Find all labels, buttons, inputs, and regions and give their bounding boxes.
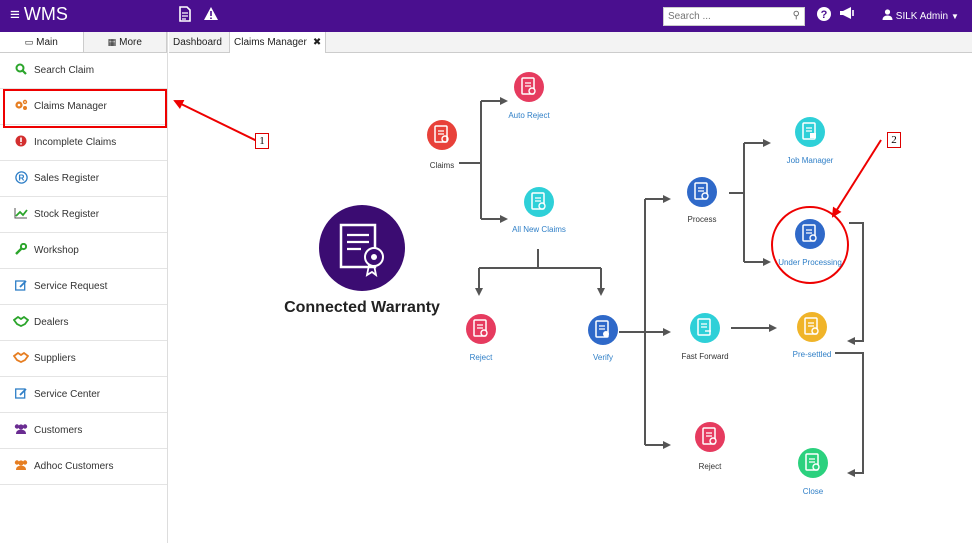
sidebar-item-label: Adhoc Customers [34, 461, 114, 472]
annotation-2: 2 [887, 132, 901, 148]
chart-icon [12, 207, 30, 222]
search-icon [12, 63, 30, 78]
sidebar-item-label: Workshop [34, 245, 79, 256]
sidebar-item-search-claim[interactable]: Search Claim [0, 53, 167, 89]
sidebar-tab-main[interactable]: ▭Main [0, 32, 84, 52]
search-icon[interactable]: ⚲ [792, 10, 800, 21]
under-processing-node[interactable] [795, 219, 825, 249]
auto-reject-node[interactable] [514, 72, 544, 102]
warning-icon[interactable] [202, 6, 220, 24]
sidebar-item-service-center[interactable]: Service Center [0, 377, 167, 413]
under-processing-label: Under Processing [778, 258, 842, 267]
gears-icon [12, 99, 30, 114]
workflow-connectors [173, 97, 882, 477]
job-manager-node[interactable] [795, 117, 825, 147]
close-label: Close [802, 487, 824, 496]
job-manager-label: Job Manager [786, 156, 834, 165]
close-icon[interactable]: ✖ [312, 37, 322, 48]
tab-dashboard[interactable]: Dashboard [169, 32, 226, 53]
app-title: WMS [23, 4, 68, 24]
wrench-icon [12, 242, 30, 258]
sidebar-tab-more[interactable]: ▦More [84, 32, 167, 52]
sidebar-item-suppliers[interactable]: Suppliers [0, 341, 167, 377]
svg-text:?: ? [821, 9, 828, 21]
sidebar-item-label: Suppliers [34, 353, 76, 364]
claims-label: Claims [429, 161, 455, 170]
tab-claims-manager[interactable]: Claims Manager ✖ [229, 32, 327, 53]
sidebar-tabs: ▭Main ▦More [0, 32, 167, 53]
tab-label: Dashboard [173, 37, 222, 48]
verify-label: Verify [592, 353, 613, 362]
close-node[interactable] [798, 448, 828, 478]
content-tabs: Dashboard Claims Manager ✖ [169, 32, 972, 53]
hamburger-icon[interactable]: ≡ [10, 5, 20, 24]
sidebar-item-incomplete-claims[interactable]: Incomplete Claims [0, 125, 167, 161]
claims-workflow: Connected Warranty Claims Auto Reject Al… [169, 53, 972, 543]
annotation-1: 1 [255, 133, 269, 149]
top-bar: ≡WMS ⚲ ? SILK Admin▼ [0, 0, 972, 32]
edit-icon [12, 279, 30, 294]
pre-settled-label: Pre-settled [792, 350, 832, 359]
sidebar-item-label: Dealers [34, 317, 69, 328]
sidebar-item-label: Customers [34, 425, 83, 436]
sidebar-item-workshop[interactable]: Workshop [0, 233, 167, 269]
svg-text:R: R [18, 172, 24, 182]
reject-left-node[interactable] [466, 314, 496, 344]
connected-warranty-logo [319, 205, 405, 291]
exclamation-icon [12, 135, 30, 150]
verify-node[interactable] [588, 315, 618, 345]
all-new-claims-node[interactable] [524, 187, 554, 217]
sidebar-item-service-request[interactable]: Service Request [0, 269, 167, 305]
sidebar-item-label: Stock Register [34, 209, 100, 220]
sidebar-item-claims-manager[interactable]: Claims Manager [0, 89, 167, 125]
sidebar-tab-label: Main [36, 37, 58, 48]
users-icon [12, 459, 30, 474]
sidebar-item-sales-register[interactable]: R Sales Register [0, 161, 167, 197]
highlight-claims-manager [3, 89, 167, 128]
reject-right-node[interactable] [695, 422, 725, 452]
handshake-icon [12, 351, 30, 366]
auto-reject-label: Auto Reject [508, 111, 550, 120]
help-icon[interactable]: ? [815, 6, 833, 24]
sidebar-item-label: Search Claim [34, 65, 95, 76]
edit-icon [12, 387, 30, 402]
app-brand[interactable]: ≡WMS [10, 4, 68, 25]
sidebar-item-stock-register[interactable]: Stock Register [0, 197, 167, 233]
sidebar-item-label: Claims Manager [34, 101, 107, 112]
sidebar: ▭Main ▦More Search Claim Claims Manager … [0, 32, 168, 543]
claims-node[interactable] [427, 120, 457, 150]
users-icon [12, 423, 30, 438]
megaphone-icon[interactable] [838, 6, 856, 24]
search-input[interactable] [664, 8, 782, 25]
sidebar-item-adhoc-customers[interactable]: Adhoc Customers [0, 449, 167, 485]
id-card-icon: ▭ [24, 37, 34, 47]
sidebar-item-label: Service Request [34, 281, 108, 292]
fast-forward-label: Fast Forward [681, 352, 729, 361]
reject-right-label: Reject [698, 462, 722, 471]
tab-label: Claims Manager [234, 37, 307, 48]
pre-settled-node[interactable] [797, 312, 827, 342]
sidebar-item-label: Sales Register [34, 173, 100, 184]
user-menu[interactable]: SILK Admin▼ [882, 9, 959, 22]
sidebar-item-label: Service Center [34, 389, 101, 400]
search-box: ⚲ [663, 7, 805, 26]
sidebar-list: Search Claim Claims Manager Incomplete C… [0, 53, 167, 485]
fast-forward-node[interactable] [690, 313, 720, 343]
process-node[interactable] [687, 177, 717, 207]
all-new-claims-label: All New Claims [512, 225, 566, 234]
reject-left-label: Reject [469, 353, 493, 362]
process-label: Process [687, 215, 717, 224]
user-name: SILK Admin [895, 11, 949, 22]
sidebar-item-dealers[interactable]: Dealers [0, 305, 167, 341]
caret-down-icon: ▼ [951, 12, 959, 21]
user-icon [882, 9, 893, 20]
handshake-icon [12, 315, 30, 330]
sidebar-tab-label: More [119, 37, 142, 48]
sidebar-item-label: Incomplete Claims [34, 137, 117, 148]
document-icon[interactable] [176, 6, 194, 24]
sidebar-item-customers[interactable]: Customers [0, 413, 167, 449]
brand-title: Connected Warranty [284, 299, 440, 316]
grid-icon: ▦ [107, 37, 117, 47]
registered-icon: R [12, 170, 30, 187]
